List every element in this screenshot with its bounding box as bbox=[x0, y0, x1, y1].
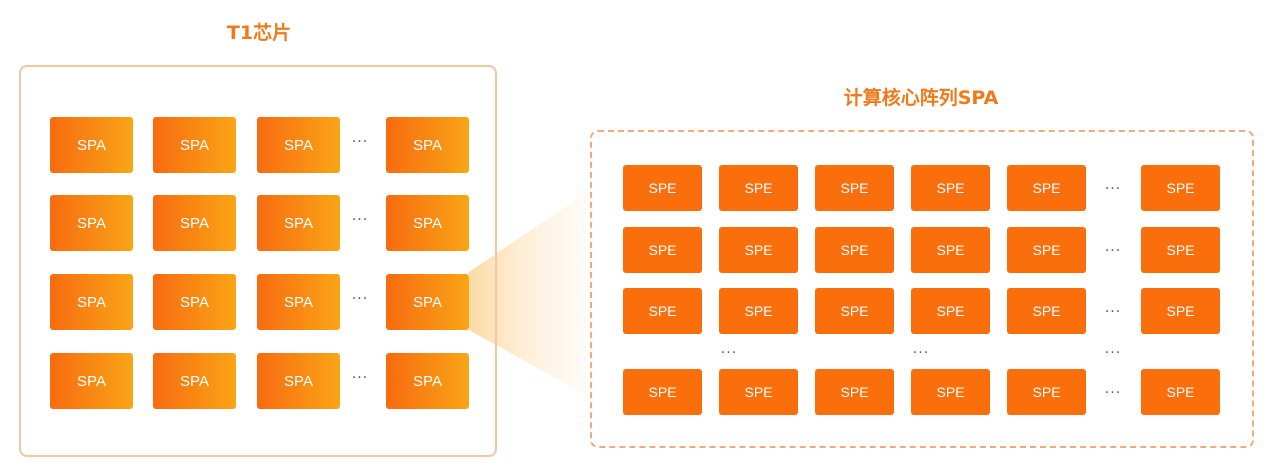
ellipsis: ··· bbox=[351, 134, 369, 150]
spe-block: SPE bbox=[815, 288, 894, 334]
spe-block: SPE bbox=[623, 227, 702, 273]
ellipsis: ··· bbox=[1104, 345, 1122, 361]
spa-block: SPA bbox=[50, 117, 133, 173]
spa-block: SPA bbox=[386, 117, 469, 173]
spe-block: SPE bbox=[719, 227, 798, 273]
spe-block: SPE bbox=[911, 165, 990, 211]
ellipsis: ··· bbox=[1104, 304, 1122, 320]
spa-block: SPA bbox=[153, 274, 236, 330]
spe-block: SPE bbox=[911, 369, 990, 415]
spe-block: SPE bbox=[911, 227, 990, 273]
spe-block: SPE bbox=[1007, 227, 1086, 273]
spa-block: SPA bbox=[50, 195, 133, 251]
ellipsis: ··· bbox=[351, 291, 369, 307]
ellipsis: ··· bbox=[720, 345, 738, 361]
spa-block: SPA bbox=[386, 353, 469, 409]
chip-container bbox=[19, 65, 497, 457]
spe-block: SPE bbox=[815, 227, 894, 273]
ellipsis: ··· bbox=[912, 345, 930, 361]
spe-block: SPE bbox=[623, 165, 702, 211]
ellipsis: ··· bbox=[1104, 181, 1122, 197]
spe-block: SPE bbox=[815, 165, 894, 211]
spe-block: SPE bbox=[1141, 165, 1220, 211]
spa-block: SPA bbox=[50, 274, 133, 330]
spe-block: SPE bbox=[1141, 369, 1220, 415]
spe-block: SPE bbox=[719, 288, 798, 334]
spa-block: SPA bbox=[257, 274, 340, 330]
spa-array-container bbox=[590, 130, 1254, 448]
ellipsis: ··· bbox=[1104, 385, 1122, 401]
ellipsis: ··· bbox=[351, 370, 369, 386]
spa-block: SPA bbox=[386, 195, 469, 251]
spe-block: SPE bbox=[1007, 165, 1086, 211]
spa-block: SPA bbox=[257, 117, 340, 173]
spe-block: SPE bbox=[1007, 288, 1086, 334]
spa-block: SPA bbox=[386, 274, 469, 330]
spa-array-title: 计算核心阵列SPA bbox=[843, 87, 999, 109]
spe-block: SPE bbox=[623, 288, 702, 334]
spa-block: SPA bbox=[153, 353, 236, 409]
spe-block: SPE bbox=[719, 369, 798, 415]
spe-block: SPE bbox=[1141, 227, 1220, 273]
spe-block: SPE bbox=[623, 369, 702, 415]
spe-block: SPE bbox=[1141, 288, 1220, 334]
spe-block: SPE bbox=[815, 369, 894, 415]
spe-block: SPE bbox=[1007, 369, 1086, 415]
ellipsis: ··· bbox=[1104, 243, 1122, 259]
chip-title: T1芯片 bbox=[226, 22, 292, 44]
spa-block: SPA bbox=[257, 195, 340, 251]
spa-block: SPA bbox=[50, 353, 133, 409]
spa-block: SPA bbox=[257, 353, 340, 409]
spa-block: SPA bbox=[153, 195, 236, 251]
spe-block: SPE bbox=[911, 288, 990, 334]
spa-block: SPA bbox=[153, 117, 236, 173]
ellipsis: ··· bbox=[351, 212, 369, 228]
spe-block: SPE bbox=[719, 165, 798, 211]
